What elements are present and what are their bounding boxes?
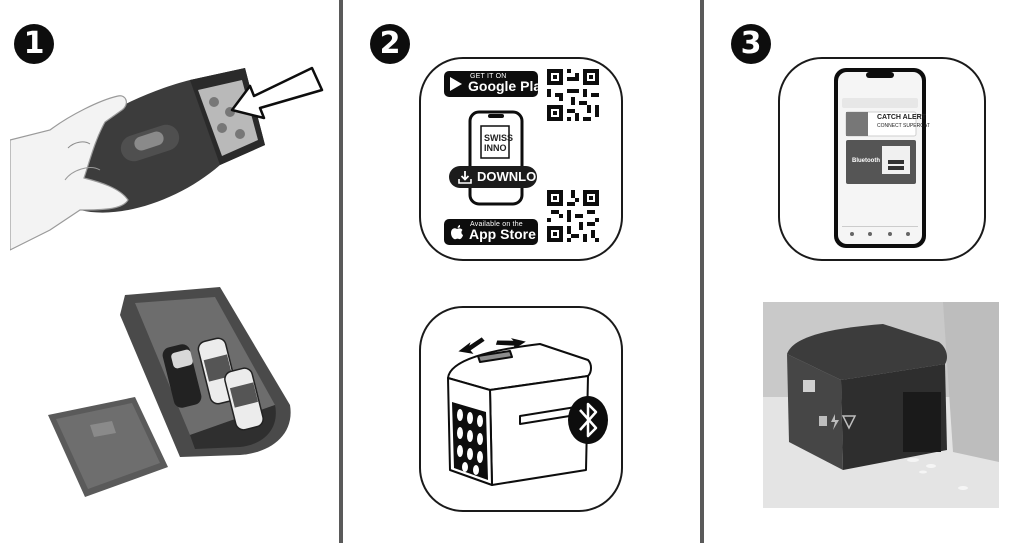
download-button[interactable]: DOWNLOAD [449, 166, 555, 188]
apple-icon [451, 225, 463, 240]
trap-device-underside [120, 287, 291, 457]
download-icon [458, 171, 472, 184]
app-store-label: App Store [469, 226, 536, 242]
slide-arrows-icon [458, 337, 526, 354]
phone-illustration [468, 110, 524, 206]
bluetooth-label: Bluetooth [852, 158, 880, 164]
column-divider-right [700, 0, 704, 543]
batteries [162, 337, 264, 431]
debris [907, 458, 968, 490]
bluetooth-icon [568, 396, 608, 444]
google-play-icon [450, 77, 462, 91]
swiss-inno-logo-line1: SWISS [484, 133, 514, 143]
catch-alert-subtitle: CONNECT SUPERCAT [877, 123, 930, 129]
battery-insert-photo [10, 66, 324, 251]
open-battery-compartment-photo [48, 287, 291, 497]
qr-code-app-store[interactable] [547, 190, 599, 242]
column-divider-left [339, 0, 343, 543]
step-number-1: 1 [14, 24, 54, 64]
swiss-inno-logo-line2: INNO [484, 143, 507, 153]
catch-alert-title: CATCH ALERT [877, 114, 926, 121]
battery-cover [48, 397, 168, 497]
qr-code-google-play[interactable] [547, 69, 599, 121]
step-number-3: 3 [731, 24, 771, 64]
phone-app-illustration [834, 68, 926, 248]
insert-arrow-icon [230, 66, 324, 120]
app-store-badge[interactable]: Available on the App Store [444, 219, 538, 245]
trap-photo [763, 302, 999, 508]
step-number-2: 2 [370, 24, 410, 64]
trap-device-illustration [447, 337, 608, 486]
trap-device [787, 324, 947, 470]
google-play-label: Google Play [468, 78, 549, 94]
app-store-small-text: Available on the [470, 221, 523, 228]
download-label: DOWNLOAD [477, 169, 555, 184]
mesh-grill [452, 402, 488, 480]
hand [10, 95, 129, 251]
google-play-badge[interactable]: GET IT ON Google Play [444, 71, 549, 97]
google-play-small-text: GET IT ON [470, 73, 507, 80]
